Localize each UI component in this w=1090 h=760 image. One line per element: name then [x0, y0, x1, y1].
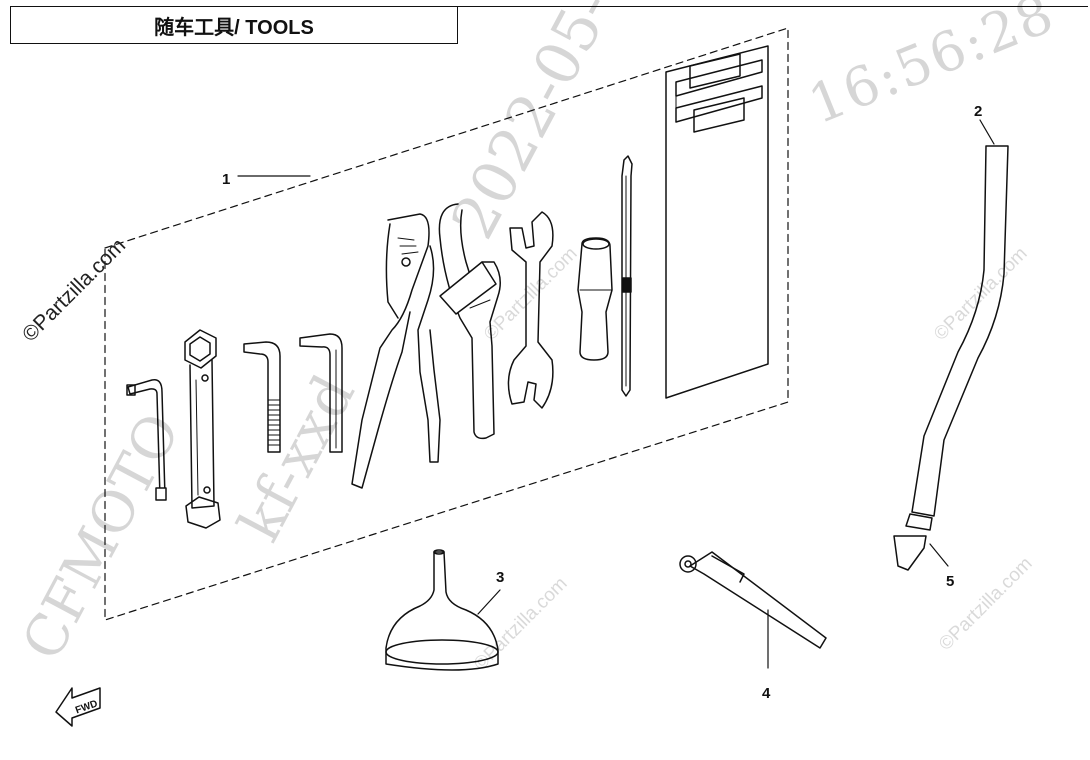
callout-3: 3	[496, 569, 504, 586]
callout-2: 2	[974, 103, 982, 120]
open-end-wrench	[507, 211, 554, 409]
screwdriver-bit	[621, 155, 633, 397]
adjustable-spanner	[438, 203, 501, 440]
callout-1: 1	[222, 171, 230, 188]
callout-4: 4	[762, 685, 771, 702]
pliers	[351, 213, 441, 489]
hex-key-large	[299, 333, 343, 453]
hose-nozzle	[893, 513, 949, 571]
tool-bag	[665, 45, 769, 399]
frame-border	[458, 6, 1088, 7]
diagram-title: 随车工具/ TOOLS	[10, 6, 458, 44]
tool-kit-outline	[104, 27, 789, 621]
fwd-arrow-icon	[55, 687, 101, 727]
hex-key-small	[126, 379, 167, 501]
box-wrench	[184, 329, 221, 529]
callout-5: 5	[946, 573, 954, 590]
screwdriver-handle	[577, 237, 613, 361]
hex-key-threaded	[243, 341, 281, 453]
hose	[911, 119, 1009, 517]
pressure-gauge	[679, 551, 827, 669]
diagram-title-text: 随车工具/ TOOLS	[154, 16, 314, 39]
funnel	[385, 549, 501, 671]
fwd-label: FWD	[74, 698, 99, 716]
